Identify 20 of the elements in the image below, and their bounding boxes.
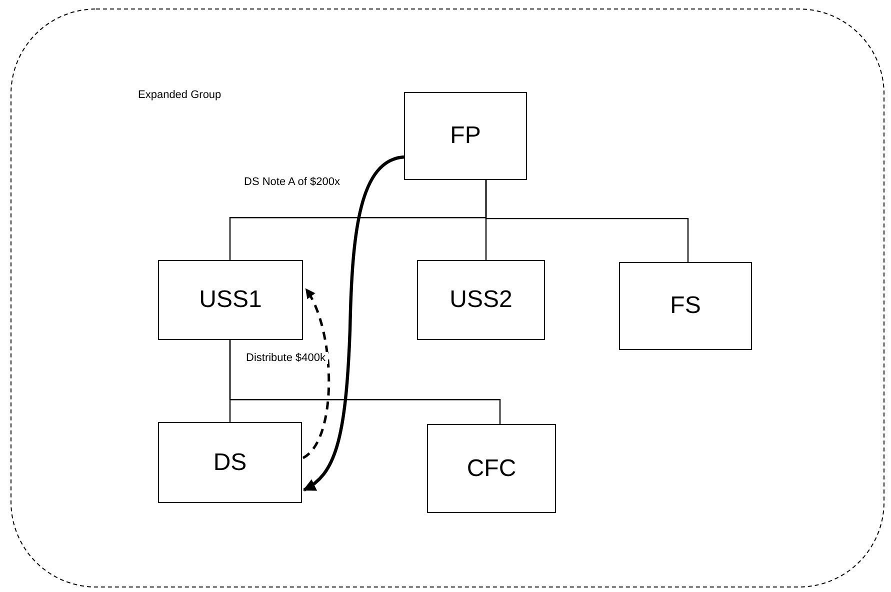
entity-name: DS	[213, 448, 247, 476]
edge-label: DS Note A of $200x	[242, 176, 342, 188]
connector-line	[229, 340, 501, 424]
entity-box	[158, 422, 302, 503]
curved-arrow	[302, 288, 330, 459]
entity-name: CFC	[466, 454, 516, 482]
entity-box	[404, 92, 527, 180]
group-boundary	[10, 8, 885, 588]
entity-name: FP	[450, 122, 481, 150]
entity-box	[619, 262, 752, 350]
entity-box	[427, 424, 556, 513]
entity-name: USS2	[450, 286, 512, 314]
curved-arrow	[302, 155, 404, 492]
connector-line	[485, 180, 689, 262]
entity-box	[158, 260, 303, 340]
group-label: Expanded Group	[138, 89, 222, 101]
entity-name: USS1	[199, 286, 262, 314]
edge-label: Distribute $400k	[244, 352, 328, 364]
entity-box	[417, 260, 545, 340]
entity-name: FS	[670, 292, 701, 320]
